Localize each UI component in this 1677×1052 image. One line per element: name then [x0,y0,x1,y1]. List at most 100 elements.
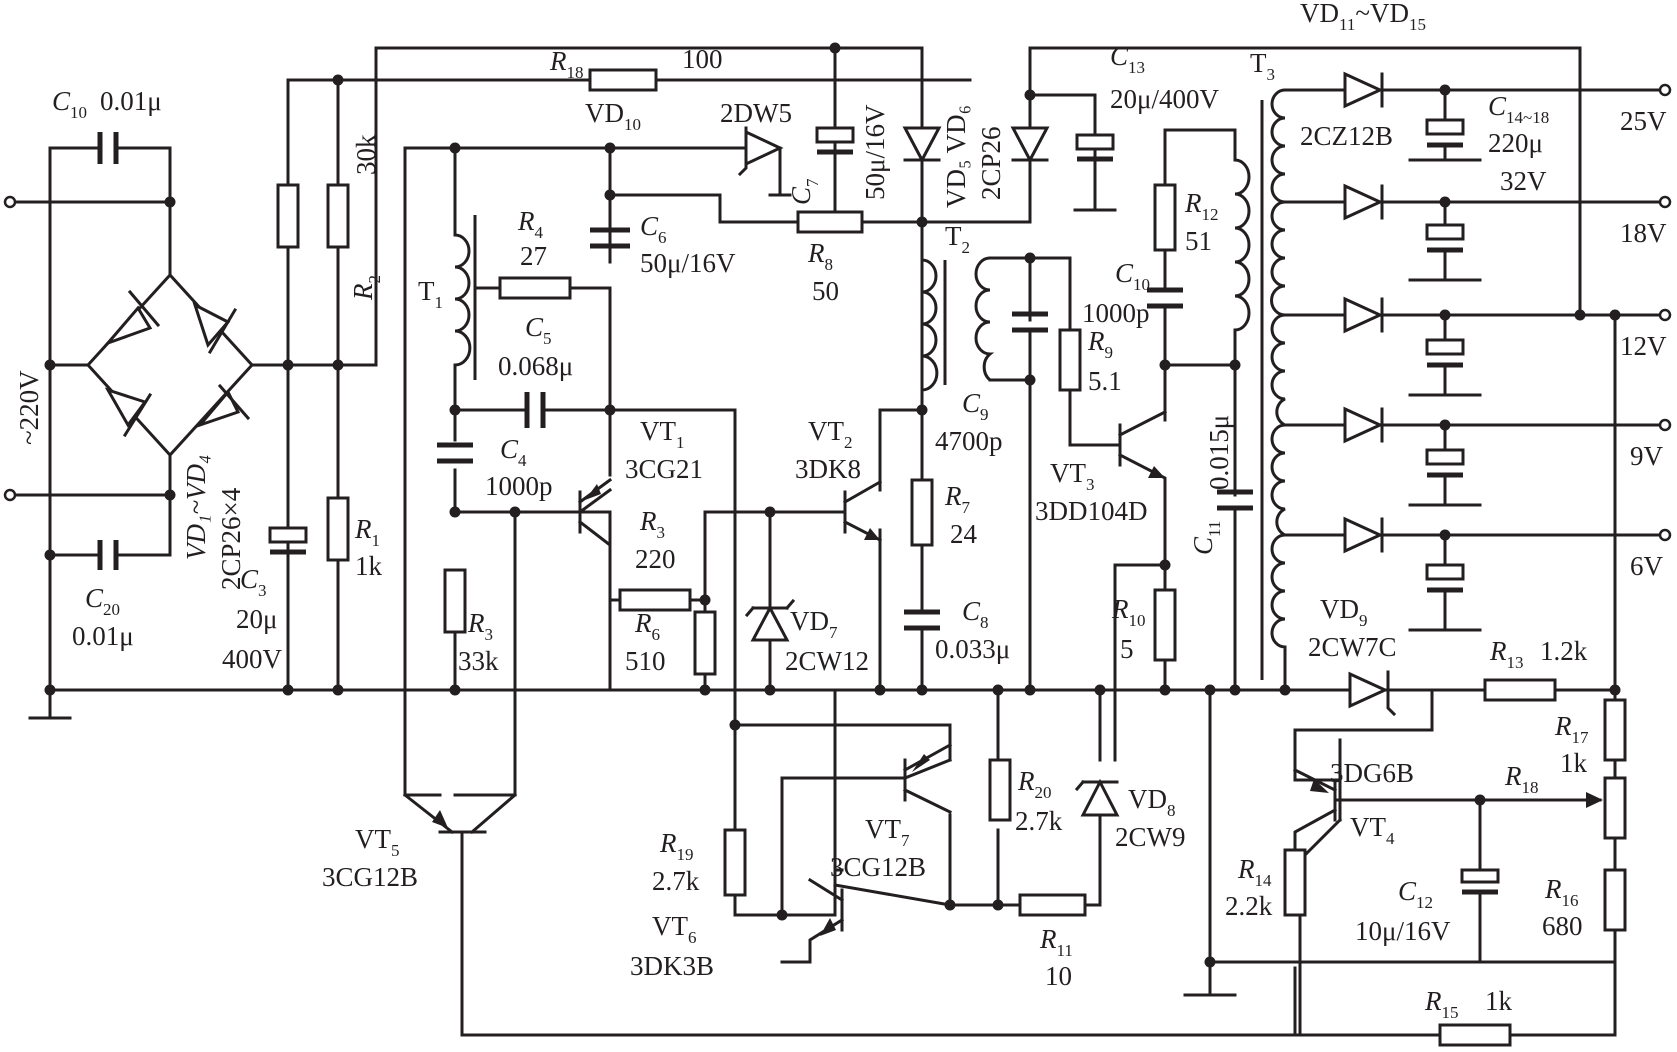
capacitor-c4 [437,442,473,464]
diodes [103,71,1397,817]
label-vd8-type: 2CW9 [1115,822,1186,852]
label-r1-value: 1k [355,551,383,581]
diode-vd14 [1343,406,1384,444]
label-r20-value: 2.7k [1015,806,1063,836]
label-r11-value: 10 [1045,961,1072,991]
label-c7: C7 [786,178,822,205]
capacitor-c11 [1217,489,1253,511]
label-r3-33k-value: 33k [458,646,499,676]
label-c12-value: 10μ/16V [1355,916,1451,946]
r18-wiper-arrow-icon [1586,792,1603,808]
resistor-r14 [1283,848,1307,917]
label-c10-1000p: C10 [1115,258,1150,294]
label-r10-value: 5 [1120,634,1134,664]
resistor-r10 [1153,588,1177,662]
label-r6: R6 [634,608,660,644]
label-vt4-type: 3DG6B [1330,758,1414,788]
resistor-r18-pot [1603,776,1627,840]
mains-terminal-top [3,195,17,209]
label-c8: C8 [962,596,989,632]
label-vt2: VT2 [808,416,853,452]
label-vt5-type: 3CG12B [322,862,418,892]
label-vt1-type: 3CG21 [625,454,703,484]
terminals [3,83,1672,542]
diode-vd13 [1343,296,1384,334]
output-terminal-12v [1658,308,1672,322]
label-mains: ~220V [14,370,44,445]
label-c20: C20 [85,583,120,619]
output-terminal-18v [1658,195,1672,209]
label-r15: R15 [1424,986,1459,1022]
label-vd9: VD9 [1320,594,1368,630]
label-c3: C3 [240,564,267,600]
label-r9: R9 [1087,326,1113,362]
label-r17: R17 [1554,711,1589,747]
label-r7: R7 [944,481,971,517]
diode-vd15 [1343,516,1384,554]
resistor-r9 [1058,328,1082,392]
label-vt3-type: 3DD104D [1035,496,1148,526]
resistor-r2 [326,183,350,249]
mains-terminal-bottom [3,488,17,502]
label-r19-value: 2.7k [652,866,700,896]
label-c9-value: 4700p [935,426,1003,456]
label-r18: R18 [549,46,584,82]
label-t3: T3 [1250,48,1275,84]
label-r16-value: 680 [1542,911,1583,941]
resistor-r20 [988,758,1012,822]
resistor-r17 [1603,698,1627,762]
resistor-r8 [796,210,864,234]
resistor-r4 [498,276,572,300]
capacitor-c12 [1460,868,1500,895]
capacitors [97,93,1500,895]
label-c5-value: 0.068μ [498,351,573,381]
resistor-fuse [276,183,300,249]
label-c10: C10 [52,86,87,122]
label-vd11-15: VD11~VD15 [1300,0,1426,34]
label-r14: R14 [1237,854,1272,890]
capacitor-c8 [904,609,940,631]
label-t2: T2 [945,221,970,257]
diode-vd2 [192,301,238,355]
label-vt5: VT5 [355,824,400,860]
label-vd7: VD7 [790,606,838,642]
resistor-r3-220 [618,588,692,612]
label-r4-value: 27 [520,241,547,271]
capacitor-c10 [97,132,119,164]
label-vt3: VT3 [1050,458,1095,494]
label-r8: R8 [807,238,833,274]
resistor-r16 [1603,868,1627,932]
label-r3-220-value: 220 [635,544,676,574]
label-vt1: VT1 [640,416,685,452]
transistor-vt4 [1292,767,1338,852]
resistor-r15 [1438,1023,1512,1047]
transformer-t3 [1234,88,1287,680]
resistor-r3-33k [443,568,467,634]
label-vt2-type: 3DK8 [795,454,861,484]
resistor-r12 [1153,183,1177,252]
label-r13-value: 1.2k [1540,636,1588,666]
resistor-r19 [723,828,747,897]
transistor-vt2 [842,479,883,543]
label-r3-220: R3 [639,506,665,542]
label-r8-value: 50 [812,276,839,306]
resistor-r7 [910,478,934,547]
label-vd8: VD8 [1128,784,1176,820]
label-vt6: VT6 [652,911,697,947]
label-bridge-type: 2CP26×4 [216,487,246,590]
label-c11-value: 0.015μ [1204,415,1234,490]
label-out-18v: 18V [1620,218,1667,248]
capacitor-c18 [1425,563,1465,593]
label-t1: T1 [418,276,443,312]
diode-vd1 [103,289,161,347]
label-r9-value: 5.1 [1088,366,1122,396]
label-r14-value: 2.2k [1225,891,1273,921]
transistor-vt1 [577,477,613,692]
transformer-t1 [454,215,477,380]
label-out-6v: 6V [1630,551,1664,581]
label-r2: R2 [348,275,384,301]
label-r1: R1 [354,514,380,550]
label-c9: C9 [962,388,989,424]
label-c12: C12 [1398,876,1433,912]
label-out-25v: 25V [1620,106,1667,136]
